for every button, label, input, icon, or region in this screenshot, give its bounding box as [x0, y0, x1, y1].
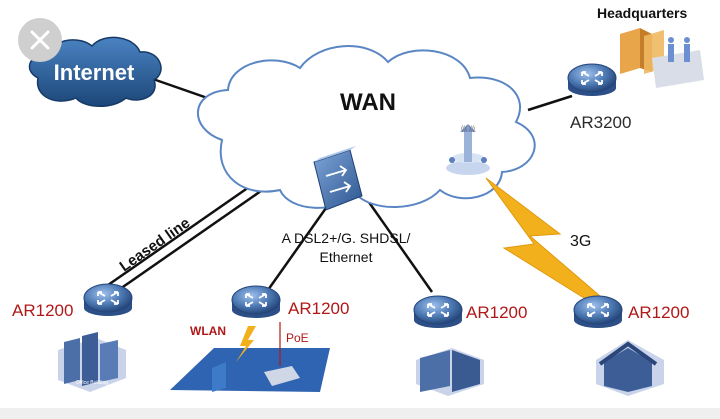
hq-router-icon — [567, 63, 617, 97]
wan-gateway-icon — [313, 146, 363, 211]
branch1-router-icon — [83, 283, 133, 317]
office-building-sign: Office Building — [76, 380, 108, 386]
wan-label: WAN — [340, 89, 396, 116]
adsl-link-branch2 — [266, 207, 328, 291]
branch2-router-icon — [231, 285, 281, 319]
close-icon — [30, 30, 50, 50]
poe-label: PoE — [286, 331, 309, 345]
ethernet-link-branch3 — [364, 197, 434, 293]
3g-base-station-icon — [446, 124, 490, 175]
wlan-lightning-icon — [236, 326, 256, 362]
leased-line-link-a — [97, 176, 263, 294]
bottom-bar — [0, 408, 720, 419]
branch3-router-label: AR1200 — [466, 303, 527, 322]
branch2-router-label: AR1200 — [288, 299, 349, 318]
branch3-router-icon — [413, 295, 463, 329]
branch3-building-icon — [416, 348, 484, 396]
wlan-label: WLAN — [190, 324, 226, 338]
adsl-label: A DSL2+/G. SHDSL/ — [282, 230, 411, 246]
close-button[interactable] — [18, 18, 62, 62]
branch4-house-icon — [596, 340, 664, 396]
office-building-icon — [58, 332, 126, 392]
internet-label: Internet — [54, 60, 135, 85]
headquarters-building-icon — [620, 28, 704, 88]
tower-caption: ((( ))) — [461, 126, 475, 132]
leased-line-link-b — [106, 182, 272, 300]
hq-wan-link — [527, 94, 573, 112]
branch1-router-label: AR1200 — [12, 301, 73, 320]
ethernet-label: Ethernet — [320, 249, 373, 265]
branch2-site-floor — [170, 348, 330, 392]
headquarters-label: Headquarters — [597, 5, 687, 21]
branch4-router-label: AR1200 — [628, 303, 689, 322]
hq-router-label: AR3200 — [570, 113, 631, 132]
branch4-router-icon — [573, 295, 623, 329]
3g-label: 3G — [570, 233, 591, 250]
wan-cloud — [196, 45, 536, 209]
